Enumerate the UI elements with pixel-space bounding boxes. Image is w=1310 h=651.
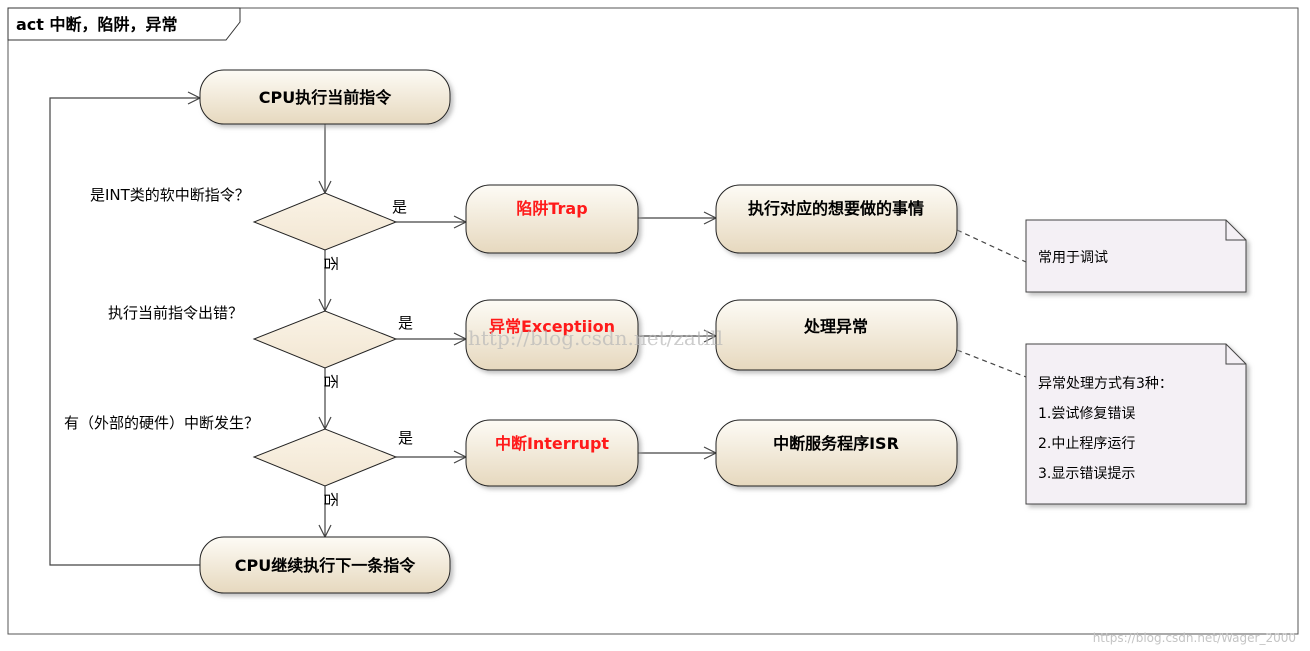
decision-instruction-error-label: 执行当前指令出错？ [108,304,243,322]
frame-title: act 中断，陷阱，异常 [16,15,178,34]
trap-action-node [715,184,958,254]
exception-node-label: 异常Exceptiion [489,317,615,336]
start-node [199,69,451,125]
start-node-label: CPU执行当前指令 [259,88,392,107]
note-exception-ways [1025,343,1247,505]
watermark-center: http://blog.csdn.net/zatlll [468,326,723,350]
note-debug [1025,219,1247,293]
next-instruction-node [199,536,451,594]
yes-label-1: 是 [392,198,407,216]
interrupt-node [465,419,639,487]
trap-node [465,184,639,254]
decision-int-instruction-label: 是INT类的软中断指令？ [90,186,250,204]
trap-action-node-label: 执行对应的想要做的事情 [748,199,924,218]
frame-title-tab [7,7,241,41]
interrupt-node-label: 中断Interrupt [495,434,609,453]
decision-hardware-interrupt [252,428,398,487]
note-exception-way-3: 3.显示错误提示 [1038,466,1135,482]
trap-node-label: 陷阱Trap [516,199,587,218]
note-connectors [956,229,1027,378]
no-label-1: 否 [322,256,340,271]
next-instruction-node-label: CPU继续执行下一条指令 [235,556,416,575]
decision-hardware-interrupt-label: 有（外部的硬件）中断发生？ [64,414,259,432]
isr-node [715,419,958,487]
note-exception-way-1: 1.尝试修复错误 [1038,405,1135,422]
note-debug-text: 常用于调试 [1038,250,1108,266]
no-label-2: 否 [322,374,340,389]
exception-action-node-label: 处理异常 [803,317,868,336]
watermark-corner: https://blog.csdn.net/Wager_2000 [1093,631,1296,645]
yes-label-2: 是 [398,314,413,332]
decision-int-instruction [252,192,398,251]
exception-node [465,299,639,371]
no-label-3: 否 [322,492,340,507]
exception-action-node [715,299,958,371]
yes-label-3: 是 [398,429,413,447]
note-exception-way-2: 2.中止程序运行 [1038,436,1135,452]
isr-node-label: 中断服务程序ISR [773,434,899,453]
note-exception-ways-title: 异常处理方式有3种： [1038,376,1173,392]
decision-instruction-error [252,310,398,369]
